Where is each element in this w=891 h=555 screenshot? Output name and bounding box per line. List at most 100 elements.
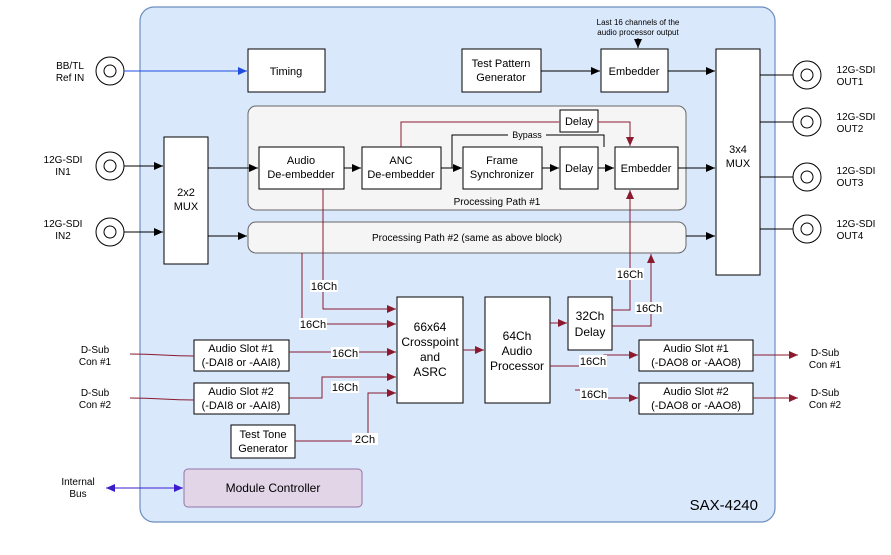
line-deemb-to-xpt [322, 189, 396, 313]
bnc-sdi-out2-connector [792, 107, 822, 137]
in-slot2-label-1: Audio Slot #2 [208, 386, 273, 398]
dsub-out1-label-1: D-Sub [811, 348, 840, 359]
sdi-out1-label-1: 12G-SDI [837, 65, 876, 76]
anc-deemb-label-1: ANC [389, 155, 412, 167]
bnc-sdi-out1-connector [792, 60, 822, 90]
line-delay-to-embedder-red [598, 121, 634, 146]
line-slot2-to-xpt [289, 373, 396, 399]
audio-in-slot2-block [193, 382, 290, 415]
delay-bypass-label: Delay [565, 116, 594, 128]
frame-synchronizer-block [462, 146, 543, 190]
test-pattern-generator-block [461, 48, 542, 93]
sdi-in2-label-2: IN2 [55, 231, 71, 242]
dsub-out2-label-1: D-Sub [811, 388, 840, 399]
tone-gen-label-2: Generator [238, 443, 288, 455]
mux-out-label-1: 3x4 [729, 144, 747, 156]
ch-label-bg-4 [331, 381, 359, 393]
ch-label-proc-slot1: 16Ch [580, 356, 606, 368]
mux-3x4-block [715, 48, 761, 276]
ch-label-bg-6 [579, 355, 607, 367]
audio-deemb-label-1: Audio [287, 155, 315, 167]
bus-label-2: Bus [69, 489, 86, 500]
line-anc-to-delay [400, 121, 559, 147]
embedder-note-1: Last 16 channels of the [597, 18, 680, 27]
ch-label-deemb: 16Ch [311, 281, 337, 293]
delay-bypass-block [559, 109, 599, 133]
product-name: SAX-4240 [690, 497, 758, 514]
in-slot1-label-1: Audio Slot #1 [208, 343, 273, 355]
test-tone-generator-block [230, 424, 296, 459]
line-delay-to-embedder-up [612, 190, 634, 311]
in-slot1-label-2: (-DAI8 or -AAI8) [202, 357, 281, 369]
bnc-ref-in-connector [95, 56, 125, 86]
bnc-sdi-in2-connector [95, 217, 125, 247]
ch-label-bg-2 [299, 318, 327, 330]
delay32-label-2: Delay [575, 325, 606, 339]
timing-block [247, 48, 326, 93]
delay-32ch-block [567, 296, 613, 351]
embedder-note-2: audio processor output [597, 28, 679, 37]
bypass-label: Bypass [512, 130, 542, 140]
sdi-out3-label-1: 12G-SDI [837, 166, 876, 177]
ch-label-bg-1 [310, 280, 338, 292]
sdi-out4-label-1: 12G-SDI [837, 219, 876, 230]
ch-label-bg-3 [331, 347, 359, 359]
audio-proc-label-3: Processor [490, 359, 544, 373]
path1-label: Processing Path #1 [454, 197, 541, 208]
ch-label-tone: 2Ch [355, 434, 375, 446]
ch-label-bg-9 [635, 302, 663, 314]
path2-label: Processing Path #2 (same as above block) [372, 233, 562, 244]
dsub-in2-label-1: D-Sub [81, 388, 110, 399]
audio-in-slot1-block [193, 339, 290, 372]
test-pattern-label-2: Generator [476, 72, 526, 84]
delay-inline-block [559, 146, 599, 190]
test-pattern-label-1: Test Pattern [472, 58, 531, 70]
crosspoint-label-2: Crosspoint [401, 335, 459, 349]
ch-label-delay-path2: 16Ch [636, 303, 662, 315]
ref-in-label-2: Ref IN [56, 73, 84, 84]
bnc-sdi-out3-connector [792, 162, 822, 192]
embedder-path-label: Embedder [621, 163, 672, 175]
bnc-sdi-out4-connector [792, 214, 822, 244]
mux-2x2-block [163, 136, 209, 265]
dsub-out1-label-2: Con #1 [809, 360, 842, 371]
audio-proc-label-1: 64Ch [503, 329, 532, 343]
line-tone-to-xpt [295, 389, 396, 442]
ch-label-slot1: 16Ch [332, 348, 358, 360]
crosspoint-label-3: and [420, 350, 440, 364]
in-slot2-label-2: (-DAI8 or -AAI8) [202, 400, 281, 412]
line-dsub-in2 [129, 397, 195, 401]
dsub-in1-label-1: D-Sub [81, 345, 110, 356]
ch-label-bg-5 [352, 433, 378, 445]
sdi-out3-label-2: OUT3 [837, 178, 864, 189]
sdi-in2-label-1: 12G-SDI [44, 219, 83, 230]
crosspoint-label-1: 66x64 [414, 320, 447, 334]
delay-inline-label: Delay [565, 163, 594, 175]
bypass-label-bg [508, 129, 546, 140]
anc-deemb-label-2: De-embedder [367, 169, 435, 181]
ch-label-slot2: 16Ch [332, 382, 358, 394]
audio-deemb-label-2: De-embedder [267, 169, 335, 181]
ref-in-label-1: BB/TL [56, 61, 84, 72]
processing-path-2 [247, 221, 687, 254]
bnc-sdi-in1-connector [95, 151, 125, 181]
line-delay-to-path2 [612, 254, 655, 327]
out-slot1-label-1: Audio Slot #1 [663, 343, 728, 355]
sdi-out2-label-1: 12G-SDI [837, 112, 876, 123]
mux-in-label-1: 2x2 [177, 187, 195, 199]
sdi-out4-label-2: OUT4 [837, 231, 864, 242]
audio-out-slot1-block [638, 339, 754, 372]
embedder-top-label: Embedder [609, 66, 660, 78]
ch-label-delay-emb: 16Ch [617, 269, 643, 281]
module-controller-block [183, 468, 363, 508]
out-slot2-label-2: (-DAO8 or -AAO8) [651, 400, 741, 412]
audio-proc-label-2: Audio [502, 344, 533, 358]
sdi-out1-label-2: OUT1 [837, 77, 864, 88]
line-dsub-in1 [129, 353, 195, 357]
tone-gen-label-1: Test Tone [240, 429, 287, 441]
ch-label-path2: 16Ch [300, 319, 326, 331]
ch-label-bg-8 [616, 268, 644, 280]
frame-sync-label-1: Frame [486, 155, 518, 167]
anc-deembedder-block [361, 146, 442, 190]
